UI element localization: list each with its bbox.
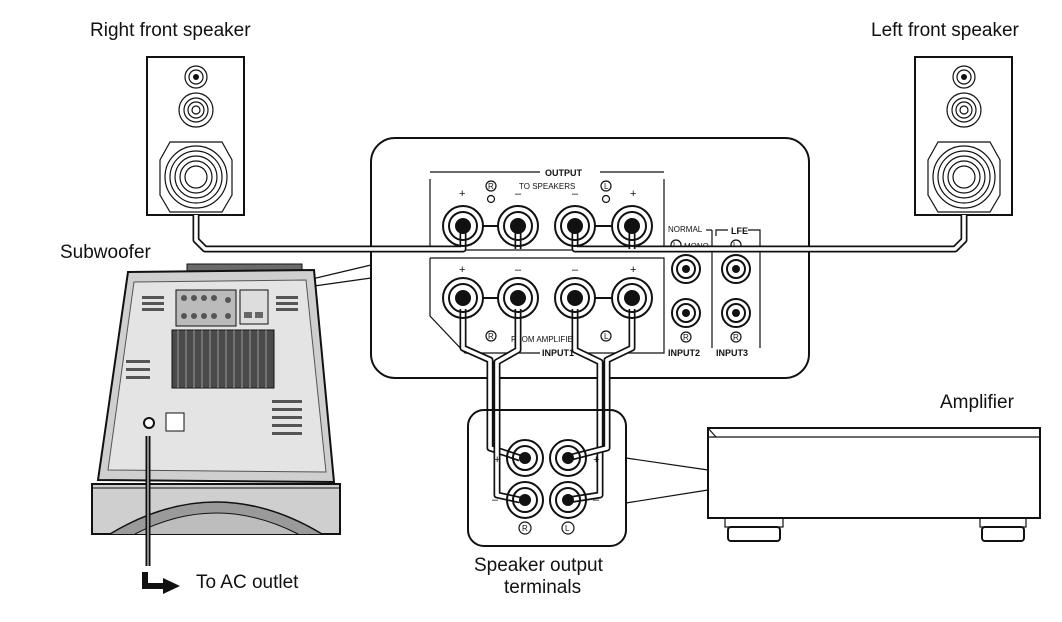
to-speakers-label: TO SPEAKERS	[519, 182, 575, 191]
speaker-output-terminals-label-2: terminals	[504, 577, 581, 598]
output-title: OUTPUT	[545, 168, 583, 178]
out-r-badge: R	[488, 182, 494, 191]
right-front-speaker-label: Right front speaker	[90, 20, 251, 41]
input2-l-jack	[671, 254, 701, 284]
right-bent-arrow-icon	[142, 572, 180, 594]
speaker-output-terminals-label-1: Speaker output	[474, 555, 604, 576]
lfe-label: LFE	[731, 226, 748, 236]
input3-r-jack	[721, 298, 751, 328]
input3-l-jack	[721, 254, 751, 284]
input2-r-badge: R	[683, 333, 689, 342]
speaker-output-terminals: + + – – R L	[467, 409, 709, 547]
output-terminals	[442, 205, 653, 247]
out-plus-r: +	[459, 188, 465, 200]
in-minus-l: –	[572, 264, 579, 276]
out-minus-r: –	[515, 188, 522, 200]
in-minus-r: –	[515, 264, 522, 276]
subwoofer	[91, 263, 341, 535]
amplifier	[707, 427, 1041, 542]
input2-input3-section: NORMAL LFE L MONO L R R INPUT2 INPUT3	[668, 225, 761, 358]
amplifier-input-cables	[459, 309, 636, 504]
in-r-badge: R	[488, 332, 494, 341]
out-minus-l: –	[572, 188, 579, 200]
left-front-speaker-label: Left front speaker	[871, 20, 1020, 41]
amplifier-label: Amplifier	[940, 392, 1015, 413]
subwoofer-label: Subwoofer	[60, 242, 152, 263]
input3-r-badge: R	[733, 333, 739, 342]
amp-plus-r: +	[494, 454, 500, 466]
amp-minus-r: –	[492, 494, 499, 506]
amp-l-badge: L	[565, 524, 570, 533]
out-plus-l: +	[630, 188, 636, 200]
normal-label: NORMAL	[668, 225, 703, 234]
in-l-badge: L	[604, 332, 609, 341]
rear-panel-zoom	[370, 137, 810, 379]
output-section: OUTPUT TO SPEAKERS + – – + R L	[429, 168, 665, 251]
to-ac-outlet-label: To AC outlet	[196, 572, 299, 593]
from-amplifier-label: FROM AMPLIFIER	[511, 335, 579, 344]
out-l-badge: L	[604, 182, 609, 191]
left-front-speaker	[914, 56, 1013, 216]
input2-label: INPUT2	[668, 348, 700, 358]
input1-label: INPUT1	[542, 348, 574, 358]
amp-plus-l: +	[593, 454, 599, 466]
input2-r-jack	[671, 298, 701, 328]
amp-r-badge: R	[522, 524, 528, 533]
in-plus-l: +	[630, 264, 636, 276]
amp-minus-l: –	[593, 494, 600, 506]
in-plus-r: +	[459, 264, 465, 276]
input1-terminals	[442, 277, 653, 319]
right-front-speaker	[146, 56, 245, 216]
input3-label: INPUT3	[716, 348, 748, 358]
